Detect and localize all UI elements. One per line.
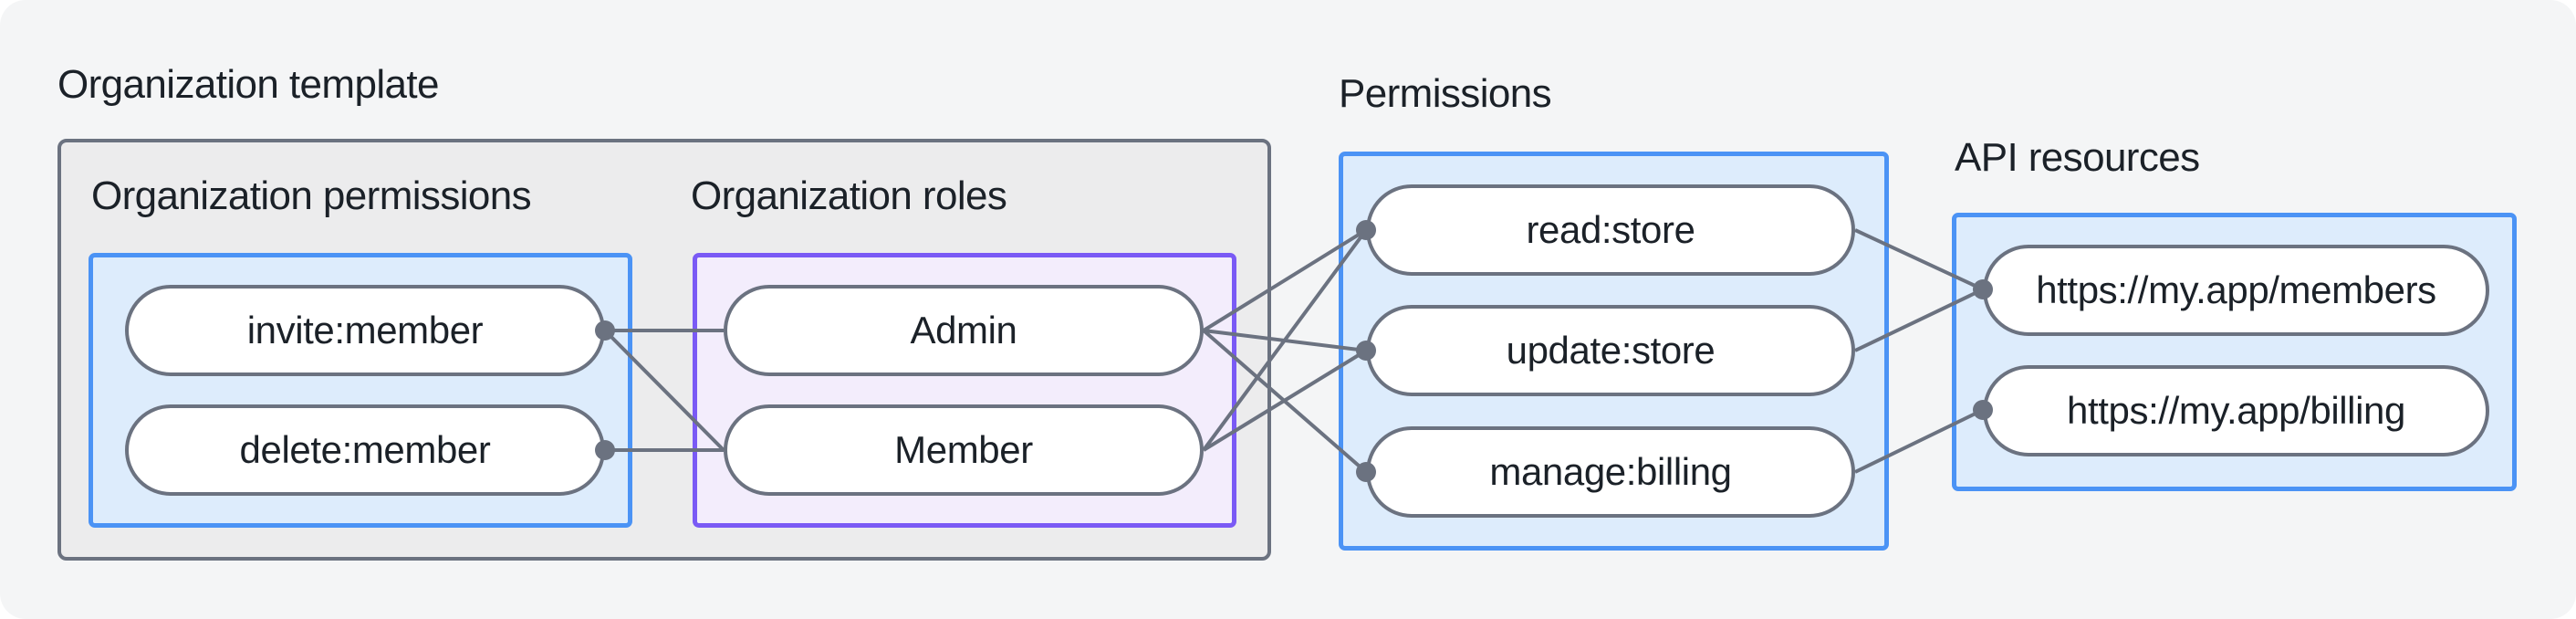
node-read-store: read:store (1366, 184, 1855, 276)
node-invite-member: invite:member (125, 285, 605, 376)
node-api-members: https://my.app/members (1983, 245, 2489, 336)
node-update-store: update:store (1366, 305, 1855, 396)
node-api-billing: https://my.app/billing (1983, 365, 2489, 456)
api-resources-label: API resources (1955, 135, 2200, 180)
node-manage-billing: manage:billing (1366, 426, 1855, 518)
node-member-role: Member (724, 404, 1204, 496)
node-admin-role: Admin (724, 285, 1204, 376)
node-delete-member: delete:member (125, 404, 605, 496)
organization-permissions-label: Organization permissions (91, 173, 532, 218)
permissions-label: Permissions (1339, 71, 1552, 116)
organization-template-label: Organization template (57, 62, 439, 107)
organization-roles-label: Organization roles (691, 173, 1007, 218)
